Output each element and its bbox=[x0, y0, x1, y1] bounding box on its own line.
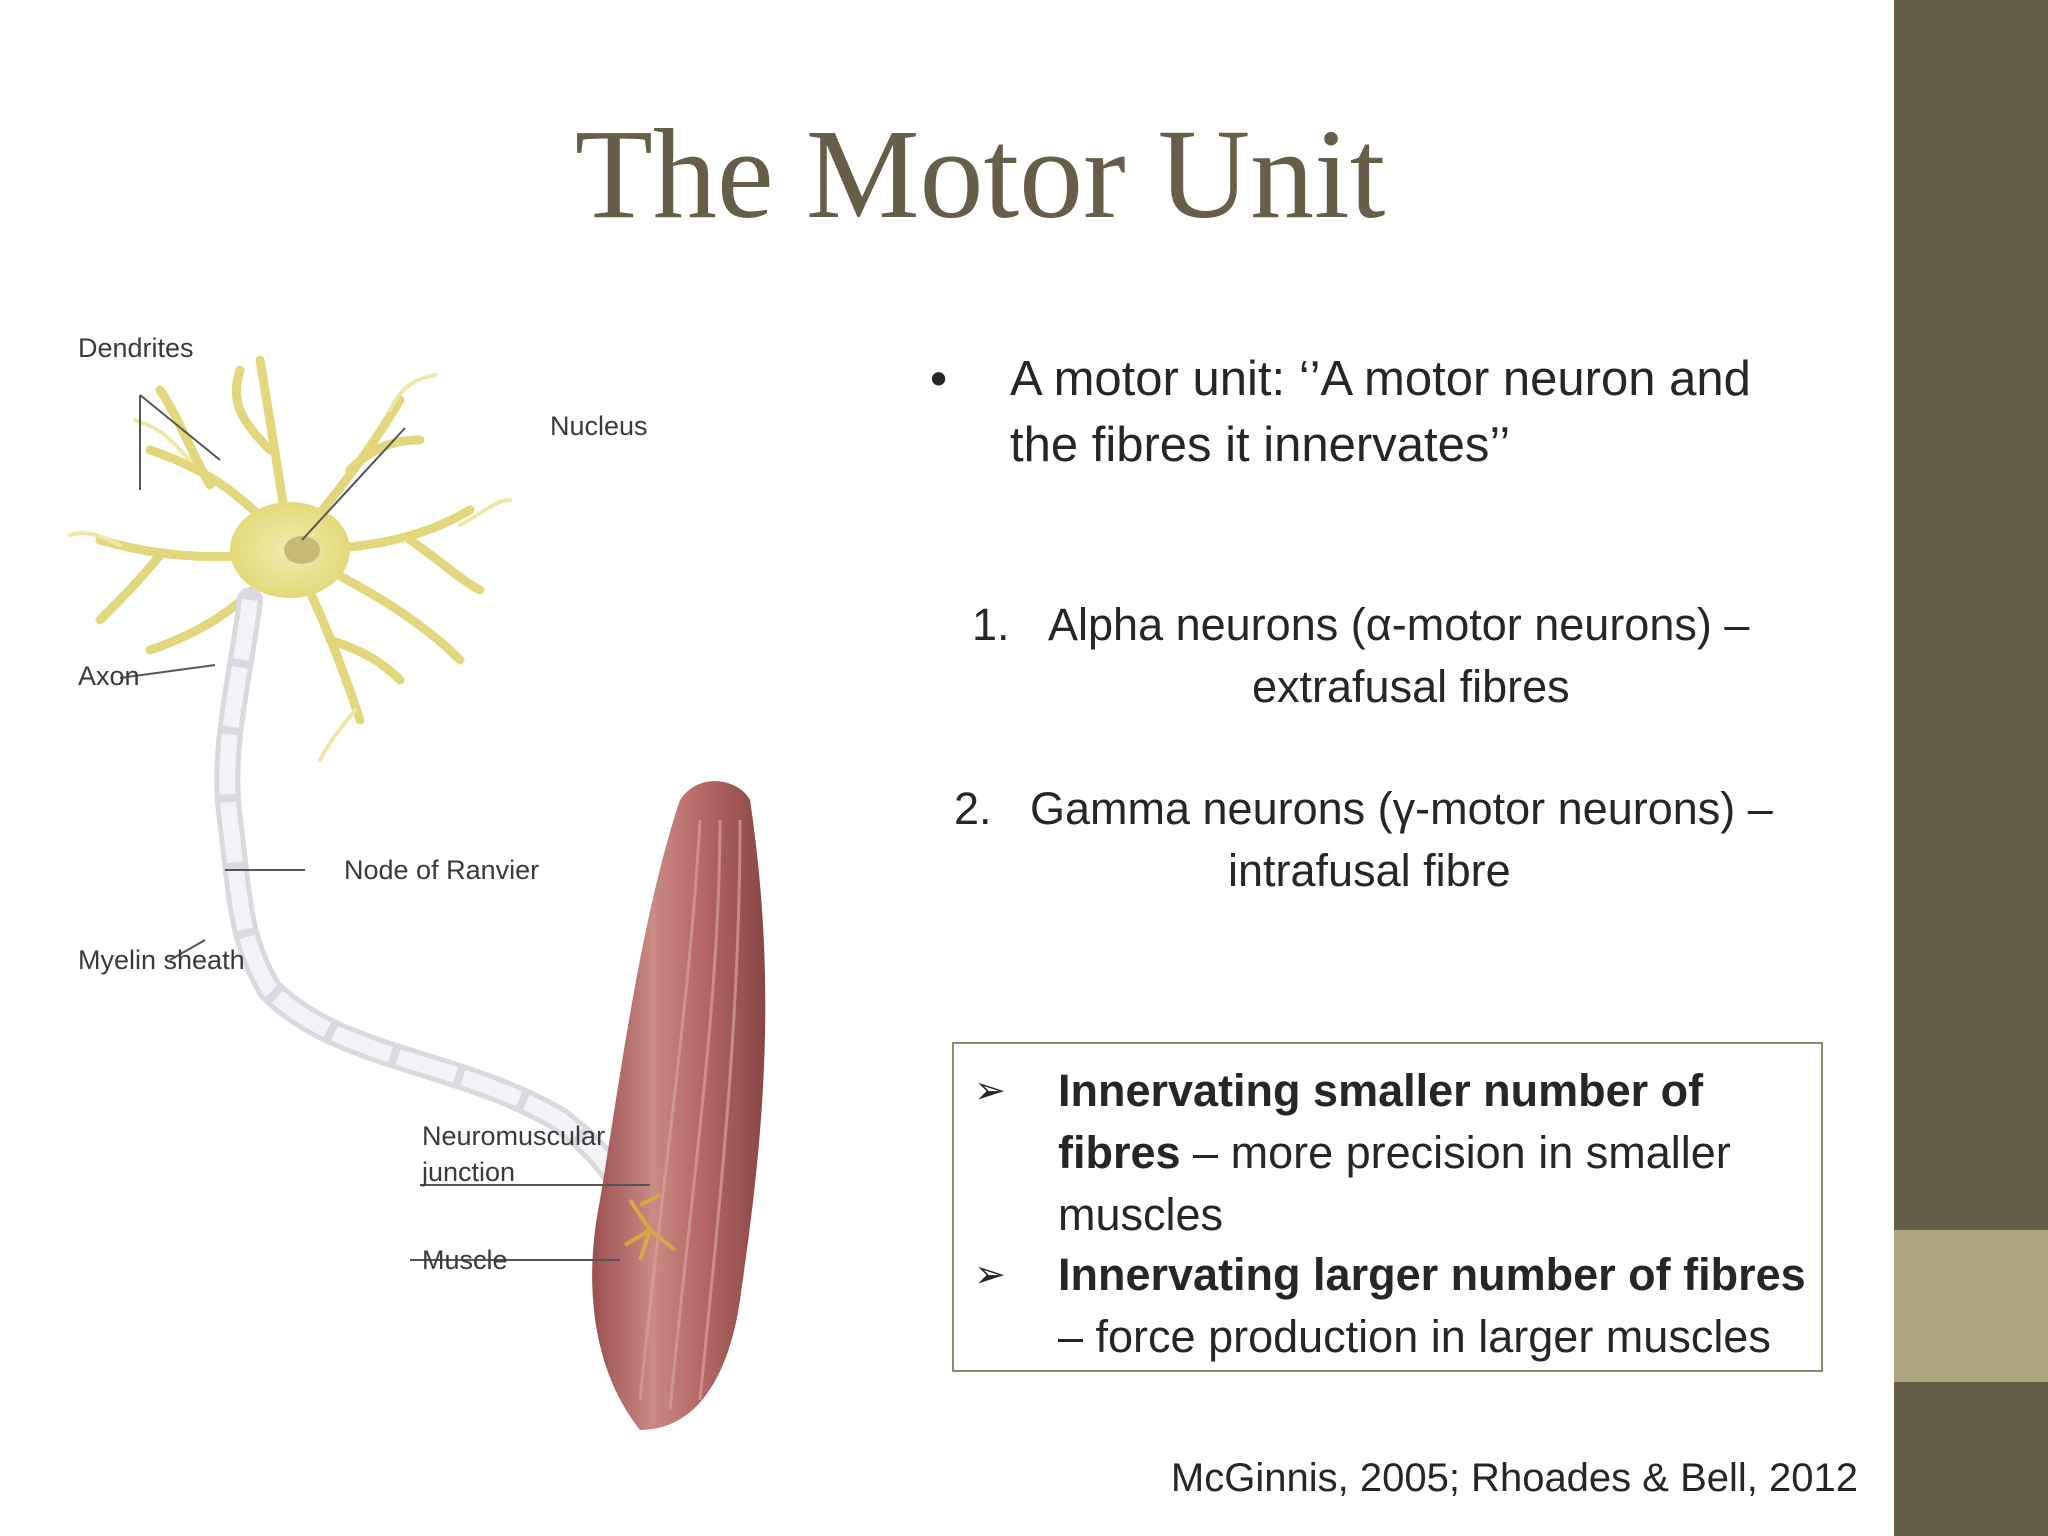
label-neuromuscular: Neuromuscular bbox=[422, 1121, 606, 1151]
box-item-bold: Innervating smaller number of fibres bbox=[1058, 1065, 1704, 1178]
label-muscle: Muscle bbox=[422, 1245, 508, 1275]
axon-shape bbox=[214, 587, 643, 1213]
bullet-marker: • bbox=[930, 352, 948, 406]
arrow-bullet-icon: ➢ bbox=[974, 1070, 1006, 1112]
box-item-rest: – force production in larger muscles bbox=[1058, 1311, 1771, 1362]
nucleus-shape bbox=[284, 536, 320, 564]
label-axon: Axon bbox=[78, 661, 140, 691]
slide-title: The Motor Unit bbox=[574, 103, 1386, 245]
item-line-2: extrafusal fibres bbox=[1252, 661, 1570, 712]
box-item-smaller: ➢ Innervating smaller number of fibres –… bbox=[974, 1060, 1804, 1246]
muscle-shape bbox=[592, 781, 766, 1430]
citation: McGinnis, 2005; Rhoades & Bell, 2012 bbox=[1170, 1456, 1858, 1500]
numbered-item-gamma: 2. Gamma neurons (γ-motor neurons) – int… bbox=[954, 778, 1854, 908]
item-number: 2. bbox=[954, 783, 992, 834]
label-nucleus: Nucleus bbox=[550, 411, 648, 441]
label-dendrites: Dendrites bbox=[78, 333, 194, 363]
box-item-rest: – more precision in smaller muscles bbox=[1058, 1127, 1731, 1240]
item-line-1: Gamma neurons (γ-motor neurons) – bbox=[1030, 783, 1773, 834]
label-node-of-ranvier: Node of Ranvier bbox=[344, 855, 540, 885]
definition-text: A motor unit: ‘’A motor neuron and the f… bbox=[1010, 352, 1751, 472]
box-item-larger: ➢ Innervating larger number of fibres – … bbox=[974, 1244, 1806, 1368]
item-line-2: intrafusal fibre bbox=[1228, 845, 1511, 896]
nmj-terminal-shape bbox=[623, 1193, 677, 1261]
label-junction: junction bbox=[422, 1157, 516, 1187]
label-myelin-sheath: Myelin sheath bbox=[78, 945, 245, 975]
fibre-count-box: ➢ Innervating smaller number of fibres –… bbox=[952, 1042, 1823, 1372]
item-number: 1. bbox=[972, 599, 1010, 650]
numbered-item-alpha: 1. Alpha neurons (α-motor neurons) – ext… bbox=[972, 594, 1872, 724]
arrow-bullet-icon: ➢ bbox=[974, 1254, 1006, 1296]
neuron-illustration bbox=[68, 355, 766, 1430]
box-item-bold: Innervating larger number of fibres bbox=[1058, 1249, 1806, 1300]
motor-neuron-diagram: Dendrites Nucleus Axon Node of Ranvier M… bbox=[40, 300, 920, 1450]
side-band-light bbox=[1894, 1230, 2048, 1382]
item-line-1: Alpha neurons (α-motor neurons) – bbox=[1048, 599, 1750, 650]
